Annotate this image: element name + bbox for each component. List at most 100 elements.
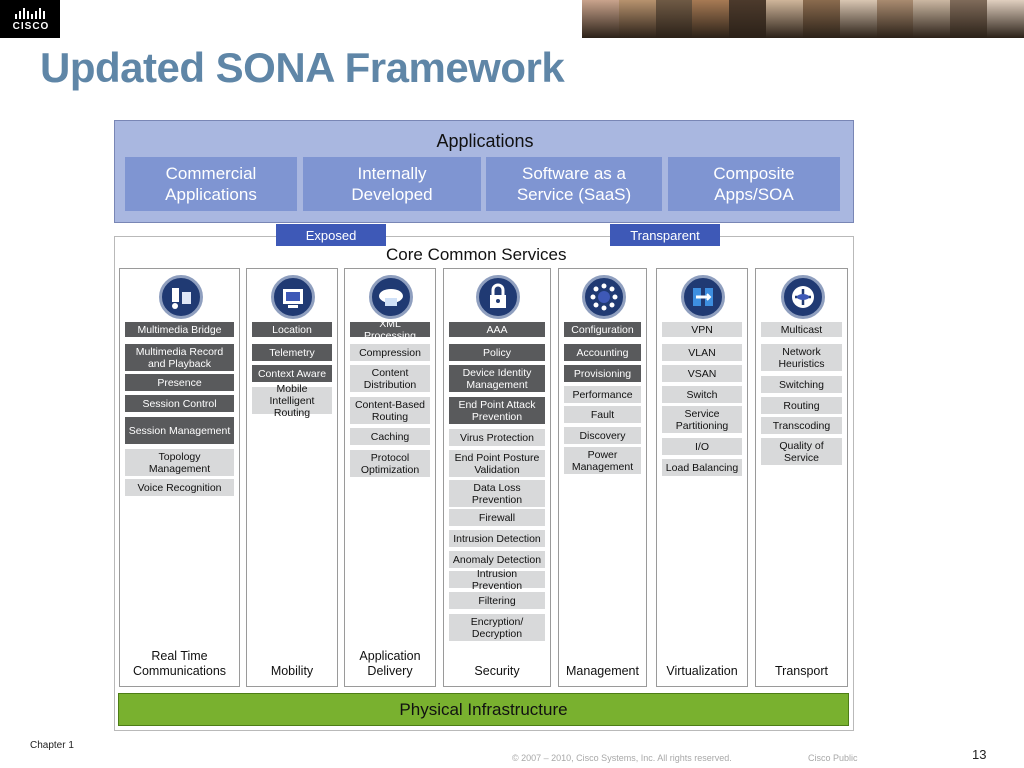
photo-tile (766, 0, 803, 38)
chapter-label: Chapter 1 (30, 740, 74, 751)
service-item: Switching (761, 376, 842, 393)
application-delivery-icon (369, 275, 413, 319)
service-item: Routing (761, 397, 842, 414)
service-item: AAA (449, 322, 545, 337)
page-number: 13 (972, 747, 987, 762)
column-label: Virtualization (666, 664, 738, 678)
physical-infrastructure: Physical Infrastructure (118, 693, 849, 726)
service-item: Configuration (564, 322, 641, 337)
service-item: Quality of Service (761, 438, 842, 465)
service-item: Location (252, 322, 332, 337)
transport-icon (781, 275, 825, 319)
photo-tile (692, 0, 730, 38)
service-item: Presence (125, 374, 234, 391)
service-item: End Point Attack Prevention (449, 397, 545, 424)
applications-title: Applications (436, 131, 534, 151)
service-item: Session Management (125, 417, 234, 444)
service-item: Policy (449, 344, 545, 361)
service-item: Firewall (449, 509, 545, 526)
photo-tile (876, 0, 914, 38)
service-item: VSAN (662, 365, 742, 382)
service-item: Multicast (761, 322, 842, 337)
management-icon (582, 275, 626, 319)
service-item: Intrusion Detection (449, 530, 545, 547)
service-item: Service Partitioning (662, 406, 742, 433)
cisco-public: Cisco Public (808, 753, 858, 763)
slide-title: Updated SONA Framework (40, 44, 565, 91)
photo-tile (655, 0, 693, 38)
service-item: Topology Management (125, 449, 234, 476)
service-item: XML Processing (350, 318, 430, 342)
cisco-bars-icon (15, 8, 45, 19)
photo-tile (582, 0, 619, 38)
service-item: Data Loss Prevention (449, 480, 545, 507)
service-item: Anomaly Detection (449, 551, 545, 568)
lock-icon (476, 275, 520, 319)
service-item: Caching (350, 428, 430, 445)
service-item: Encryption/ Decryption (449, 614, 545, 641)
service-item: Discovery (564, 427, 641, 444)
service-item: Provisioning (564, 365, 641, 382)
copyright: © 2007 – 2010, Cisco Systems, Inc. All r… (512, 753, 732, 763)
photo-tile (618, 0, 656, 38)
cisco-logo: CISCO (0, 0, 60, 38)
header-bar: CISCO (0, 0, 1024, 38)
service-item: Power Management (564, 447, 641, 474)
exposed-tag: Exposed (276, 224, 386, 246)
cisco-logo-text: CISCO (12, 21, 50, 32)
service-item: Compression (350, 344, 430, 361)
column-label: Management (566, 664, 639, 678)
service-item: Switch (662, 386, 742, 403)
service-item: Multimedia Bridge (125, 322, 234, 337)
service-item: Voice Recognition (125, 479, 234, 496)
service-item: Telemetry (252, 344, 332, 361)
photo-tile (802, 0, 840, 38)
service-item: VLAN (662, 344, 742, 361)
column-label: Mobility (270, 664, 314, 678)
photo-tile (950, 0, 988, 38)
service-item: VPN (662, 322, 742, 337)
service-item: Network Heuristics (761, 344, 842, 371)
service-item: End Point Posture Validation (449, 450, 545, 477)
service-item: I/O (662, 438, 742, 455)
photo-tile (839, 0, 877, 38)
transparent-tag: Transparent (610, 224, 720, 246)
communications-icon (159, 275, 203, 319)
service-item: Context Aware (252, 365, 332, 382)
service-item: Mobile Intelligent Routing (252, 383, 332, 419)
mobility-icon (271, 275, 315, 319)
column-label: Transport (774, 664, 829, 678)
service-item: Device Identity Management (449, 365, 545, 392)
virtualization-icon (681, 275, 725, 319)
service-item: Load Balancing (662, 459, 742, 476)
service-item: Content-Based Routing (350, 397, 430, 424)
service-item: Protocol Optimization (350, 450, 430, 477)
service-item: Session Control (125, 395, 234, 412)
people-photo-strip (582, 0, 1024, 38)
service-item: Fault (564, 406, 641, 423)
service-item: Performance (564, 386, 641, 403)
photo-tile (987, 0, 1024, 38)
photo-tile (913, 0, 951, 38)
column-label: Security (474, 664, 520, 678)
service-item: Intrusion Prevention (449, 568, 545, 592)
service-item: Virus Protection (449, 429, 545, 446)
service-item: Content Distribution (350, 365, 430, 392)
photo-tile (729, 0, 767, 38)
service-item: Transcoding (761, 417, 842, 434)
core-title: Core Common Services (386, 245, 567, 264)
